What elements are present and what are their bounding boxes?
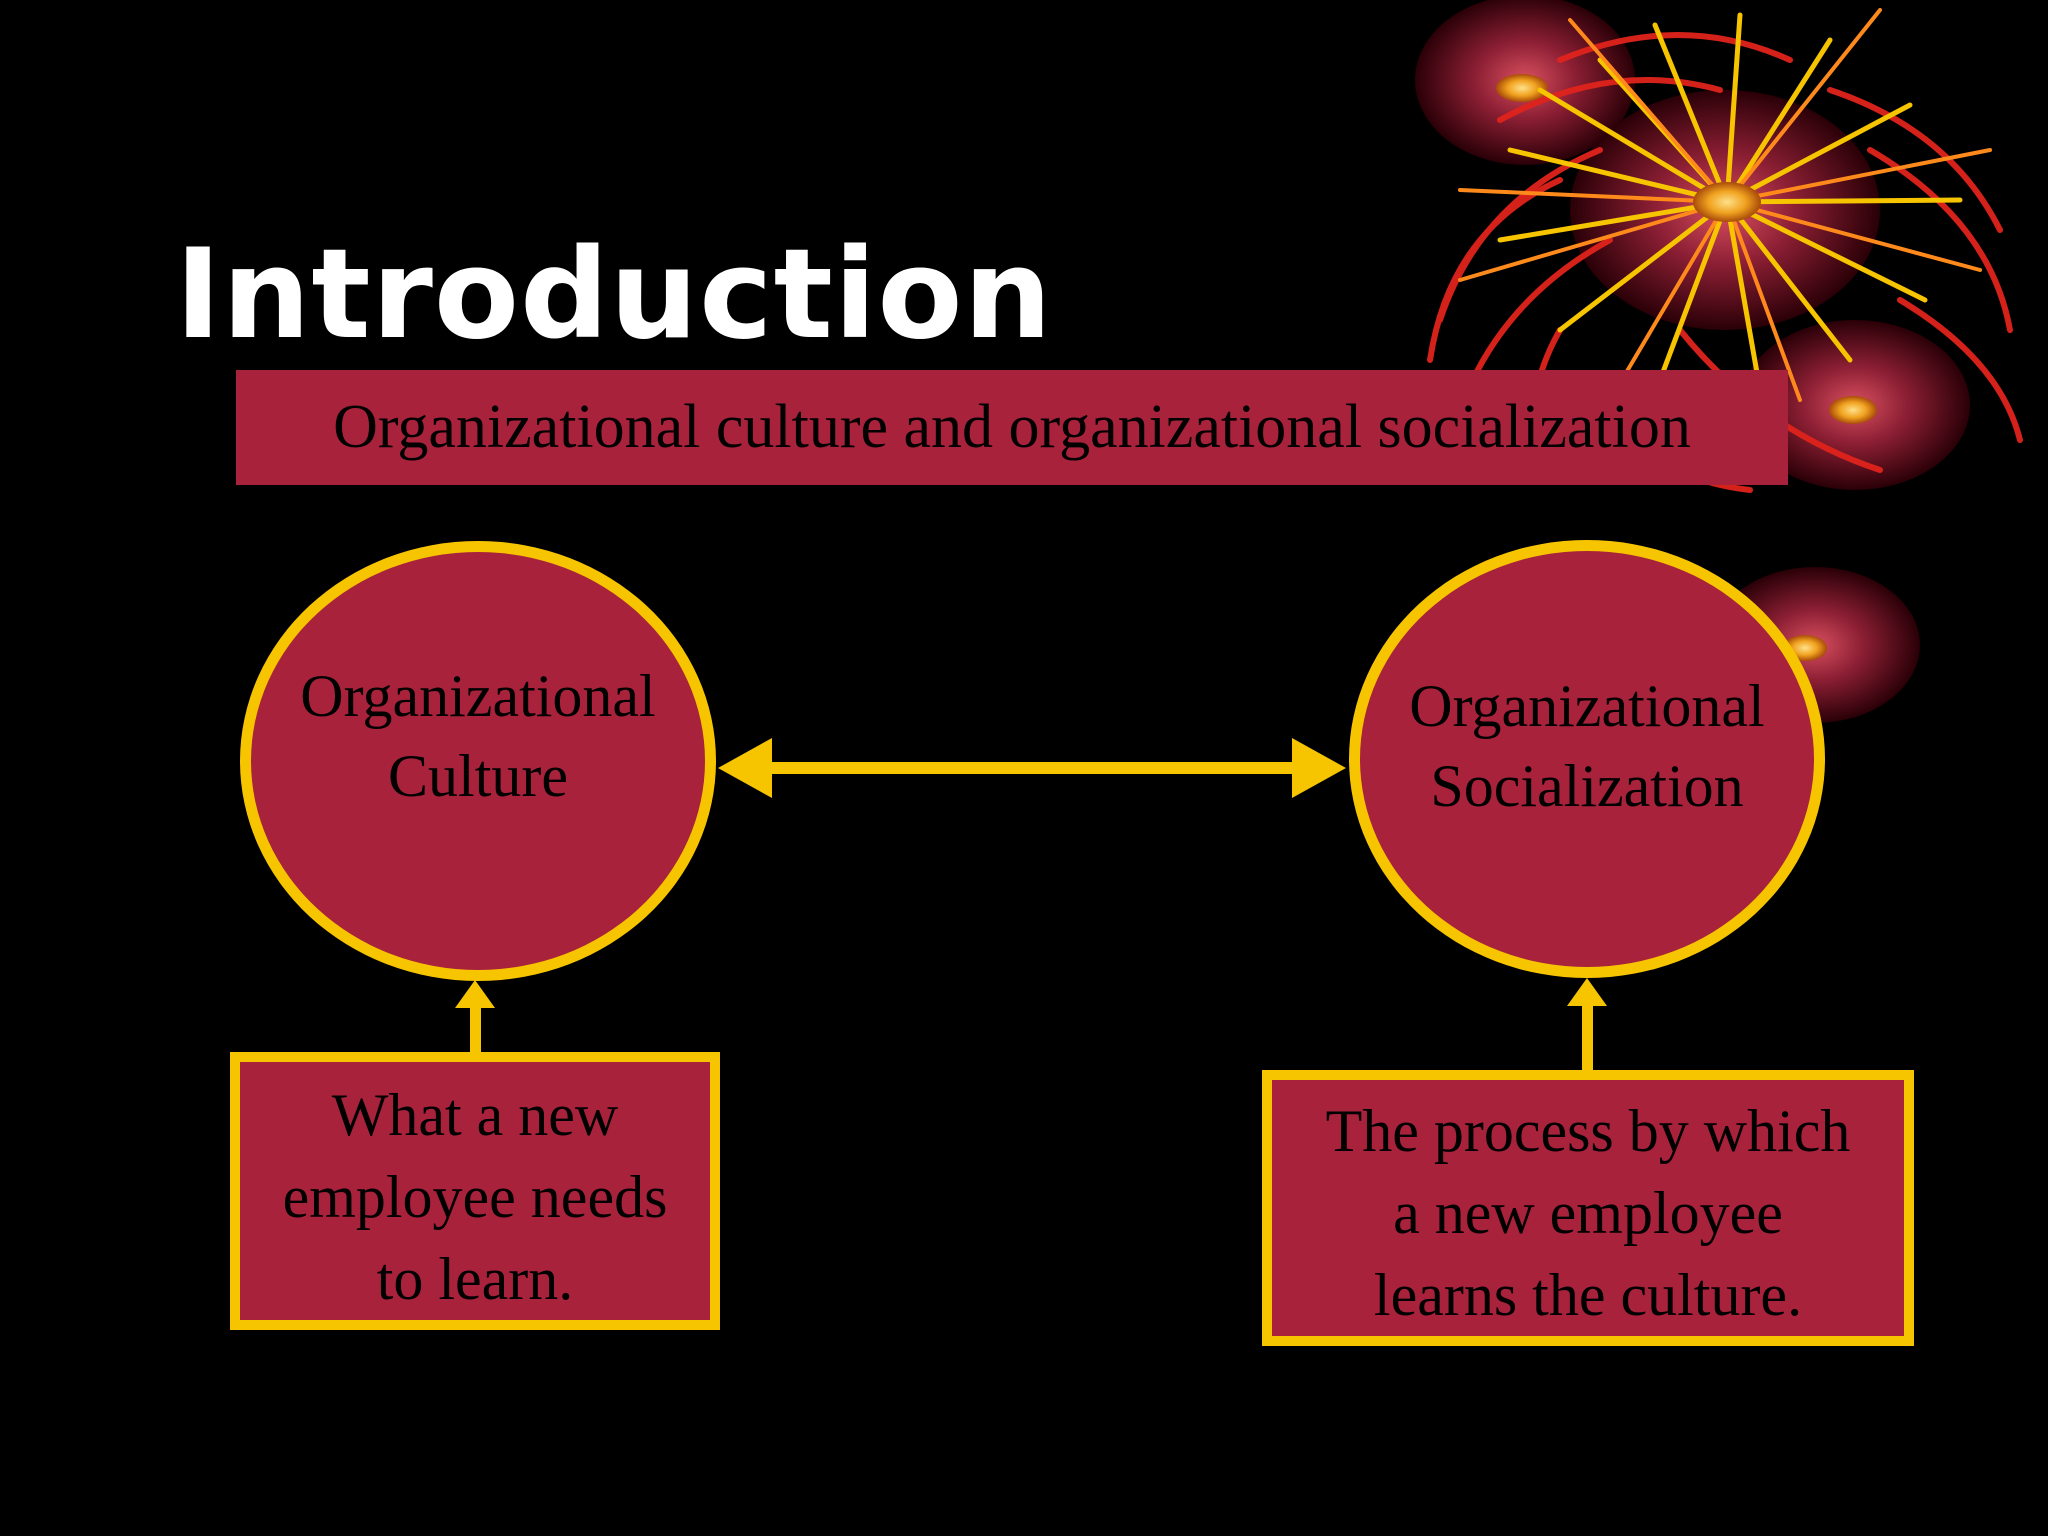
- culture-circle-line: Organizational: [300, 663, 656, 729]
- socialization-definition-line: learns the culture.: [1373, 1262, 1803, 1328]
- socialization-circle-line: Socialization: [1430, 753, 1744, 819]
- culture-definition-line: to learn.: [376, 1246, 574, 1312]
- culture-definition-line: employee needs: [282, 1164, 668, 1230]
- socialization-definition-line: a new employee: [1393, 1180, 1783, 1246]
- socialization-circle-line: Organizational: [1409, 673, 1765, 739]
- subtitle-text: Organizational culture and organizationa…: [333, 393, 1691, 461]
- socialization-definition-box: [1262, 1070, 1914, 1346]
- culture-definition-text: What a new employee needs to learn.: [230, 1074, 720, 1320]
- culture-circle: [240, 541, 716, 981]
- culture-definition-line: What a new: [331, 1082, 619, 1148]
- subtitle-banner: Organizational culture and organizationa…: [236, 370, 1788, 485]
- culture-definition-box: [230, 1052, 720, 1330]
- socialization-definition-text: The process by which a new employee lear…: [1262, 1090, 1914, 1336]
- culture-circle-line: Culture: [388, 743, 568, 809]
- slide-title: Introduction: [175, 223, 1053, 367]
- socialization-circle-label: Organizational Socialization: [1349, 666, 1825, 826]
- socialization-definition-line: The process by which: [1325, 1098, 1851, 1164]
- culture-circle-label: Organizational Culture: [240, 656, 716, 816]
- socialization-circle: [1349, 540, 1825, 978]
